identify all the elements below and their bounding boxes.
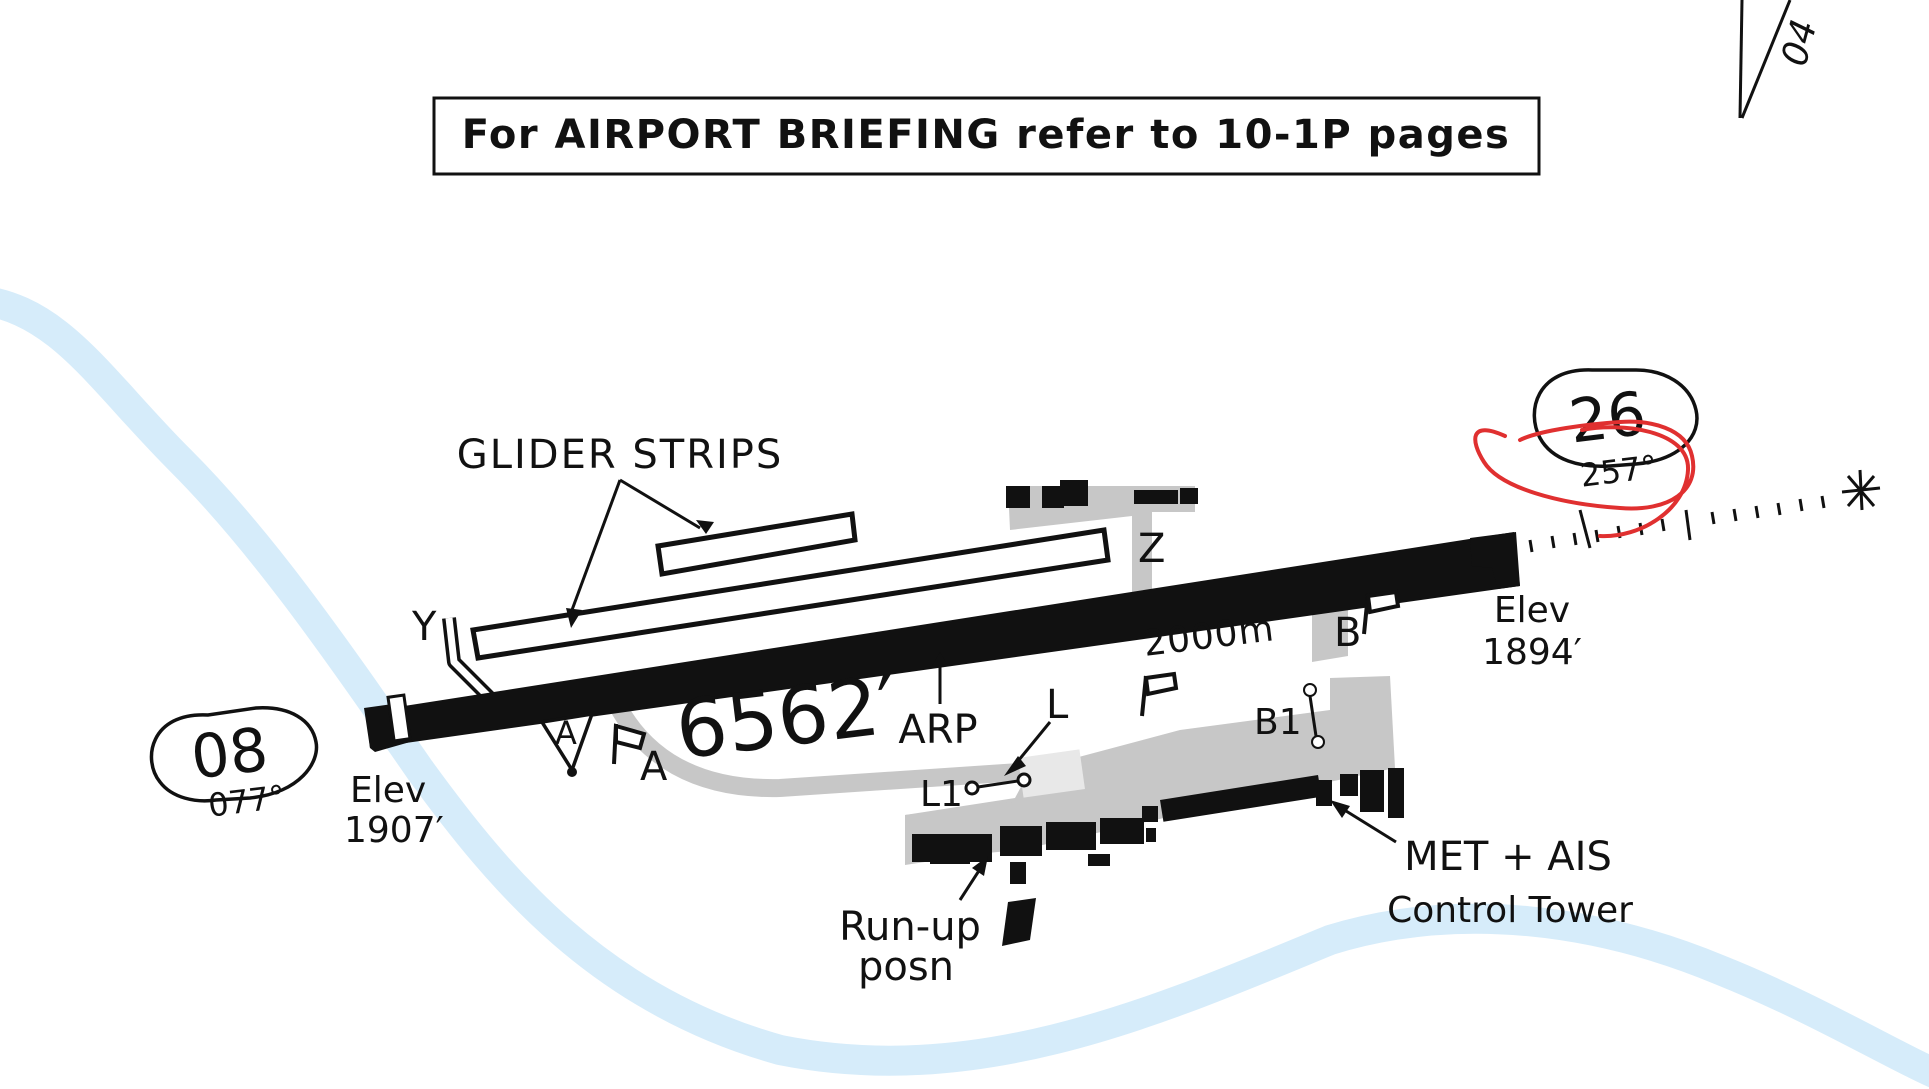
- runway-08-26: [366, 532, 1520, 748]
- runway-26-designator: 26: [1565, 379, 1649, 458]
- taxiway-a-label: A: [640, 744, 668, 790]
- windsock-icon: [1362, 589, 1401, 635]
- hold-position-a: A: [539, 711, 595, 777]
- control-tower-label: Control Tower: [1387, 890, 1633, 931]
- annotation-circle: [1473, 419, 1696, 539]
- buildings: [912, 480, 1404, 946]
- glider-strips: GLIDER STRIPS: [457, 432, 1111, 661]
- glider-strip-short: [655, 511, 858, 577]
- hold-position-a-label: A: [555, 714, 577, 752]
- taxiway-l-arrow: [1004, 721, 1052, 776]
- glider-strip-long: [470, 527, 1111, 661]
- runway-08-bearing: 077°: [206, 778, 287, 825]
- briefing-note-text: For AIRPORT BRIEFING refer to 10-1P page…: [462, 112, 1511, 158]
- arp-label: ARP: [898, 707, 977, 753]
- arp-marker: ARP: [898, 652, 978, 753]
- north-apron: [1008, 486, 1195, 594]
- met-ais-label: MET + AIS: [1404, 834, 1612, 880]
- runup-label-line1: Run-up: [839, 904, 981, 950]
- l1-stop-bar: [964, 772, 1032, 796]
- windsock-icon: [1140, 671, 1179, 717]
- runway-08-designator: 08: [187, 715, 271, 794]
- b1-stop-bar: [1303, 683, 1325, 749]
- runup-label-line2: posn: [858, 944, 954, 990]
- runway-26-elev-label: Elev: [1494, 590, 1570, 631]
- briefing-note: For AIRPORT BRIEFING refer to 10-1P page…: [432, 96, 1541, 176]
- runway-26-bearing: 257°: [1578, 448, 1659, 495]
- runway-end-26-marker: 26 257° Elev 1894′: [1482, 368, 1699, 673]
- taxiway-z-label: Z: [1138, 526, 1165, 572]
- taxiway-l1-label: L1: [920, 774, 963, 815]
- approach-light-beacon-icon: [1841, 469, 1881, 511]
- taxiway-b1-label: B1: [1254, 702, 1302, 743]
- river: [0, 288, 1929, 1088]
- met-ais-control-tower: MET + AIS Control Tower: [1330, 800, 1633, 931]
- glider-strips-label: GLIDER STRIPS: [457, 432, 784, 478]
- runway-end-08-marker: 08 077° Elev 1907′: [149, 706, 444, 851]
- runway-08-elev-label: Elev: [350, 770, 426, 811]
- runway-26-elev-value: 1894′: [1482, 632, 1582, 673]
- windsock-icon: [612, 723, 647, 765]
- taxiway-y-label: Y: [411, 604, 437, 650]
- compass-rose-fragment: 04: [1738, 0, 1826, 119]
- runup-position: Run-up posn: [839, 856, 988, 990]
- taxiway-a: [601, 686, 1021, 798]
- taxiway-b-label: B: [1334, 610, 1361, 656]
- approach-lights-26: [1528, 495, 1826, 553]
- runway-08-elev-value: 1907′: [344, 810, 444, 851]
- runway-end-26: [1470, 532, 1520, 589]
- taxiway-l-label: L: [1046, 682, 1069, 728]
